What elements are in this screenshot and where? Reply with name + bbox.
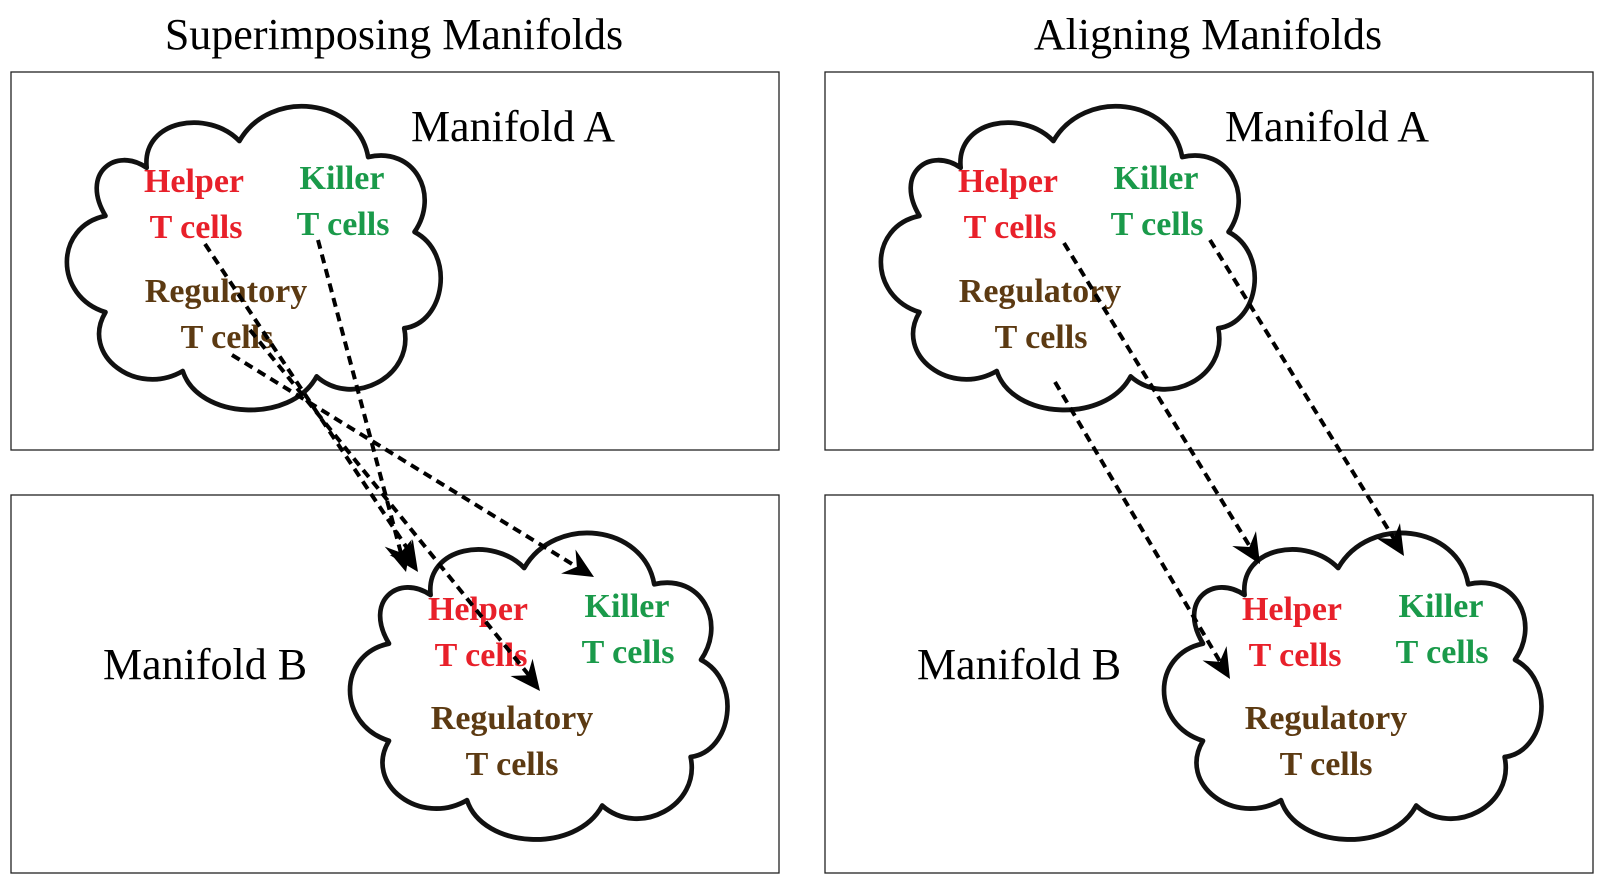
killer-label-line1: Killer [300,160,385,197]
panel-superimposing: Superimposing Manifolds Manifold A Manif… [10,10,780,874]
panel-aligning: Aligning Manifolds Manifold A Manifold B… [824,10,1594,874]
helper-t-cells-b: Helper T cells [428,591,528,674]
manifold-a-label: Manifold A [1225,102,1429,151]
helper-label-line2: T cells [150,209,243,246]
killer-label-line2: T cells [1396,634,1489,671]
helper-label-line1: Helper [1242,591,1342,628]
killer-t-cells-a: Killer T cells [297,160,390,243]
arrow-head [384,539,412,572]
helper-label-line1: Helper [144,163,244,200]
killer-t-cells-b: Killer T cells [1396,588,1489,671]
regulatory-t-cells-b: Regulatory T cells [431,700,593,783]
arrow-head [1376,523,1404,556]
manifold-b-label: Manifold B [917,640,1121,689]
regulatory-label-line2: T cells [995,319,1088,356]
killer-label-line2: T cells [582,634,675,671]
arrow-regulatory-to-regulatory [1053,380,1224,667]
helper-label-line2: T cells [435,637,528,674]
killer-label-line2: T cells [1111,206,1204,243]
arrow-regulatory-to-killer [230,353,579,569]
helper-t-cells-a: Helper T cells [958,163,1058,246]
regulatory-t-cells-b: Regulatory T cells [1245,700,1407,783]
arrow-head [1202,646,1230,679]
panel-title: Aligning Manifolds [1034,10,1382,59]
killer-t-cells-a: Killer T cells [1111,160,1204,243]
arrow-killer-to-helper [316,239,404,558]
killer-label-line1: Killer [585,588,670,625]
regulatory-label-line1: Regulatory [145,273,307,310]
helper-t-cells-b: Helper T cells [1242,591,1342,674]
killer-label-line1: Killer [1114,160,1199,197]
helper-label-line2: T cells [964,209,1057,246]
arrow-head [1232,531,1260,564]
regulatory-label-line1: Regulatory [959,273,1121,310]
arrow-head [510,658,540,691]
regulatory-label-line1: Regulatory [431,700,593,737]
helper-label-line1: Helper [958,163,1058,200]
manifold-b-label: Manifold B [103,640,307,689]
killer-label-line2: T cells [297,206,390,243]
killer-t-cells-b: Killer T cells [582,588,675,671]
regulatory-label-line2: T cells [1280,746,1373,783]
regulatory-t-cells-a: Regulatory T cells [145,273,307,356]
manifold-a-label: Manifold A [411,102,615,151]
regulatory-t-cells-a: Regulatory T cells [959,273,1121,356]
killer-label-line1: Killer [1399,588,1484,625]
arrow-head [561,549,594,577]
helper-label-line2: T cells [1249,637,1342,674]
regulatory-label-line1: Regulatory [1245,700,1407,737]
panel-title: Superimposing Manifolds [165,10,623,59]
helper-t-cells-a: Helper T cells [144,163,244,246]
regulatory-label-line2: T cells [466,746,559,783]
